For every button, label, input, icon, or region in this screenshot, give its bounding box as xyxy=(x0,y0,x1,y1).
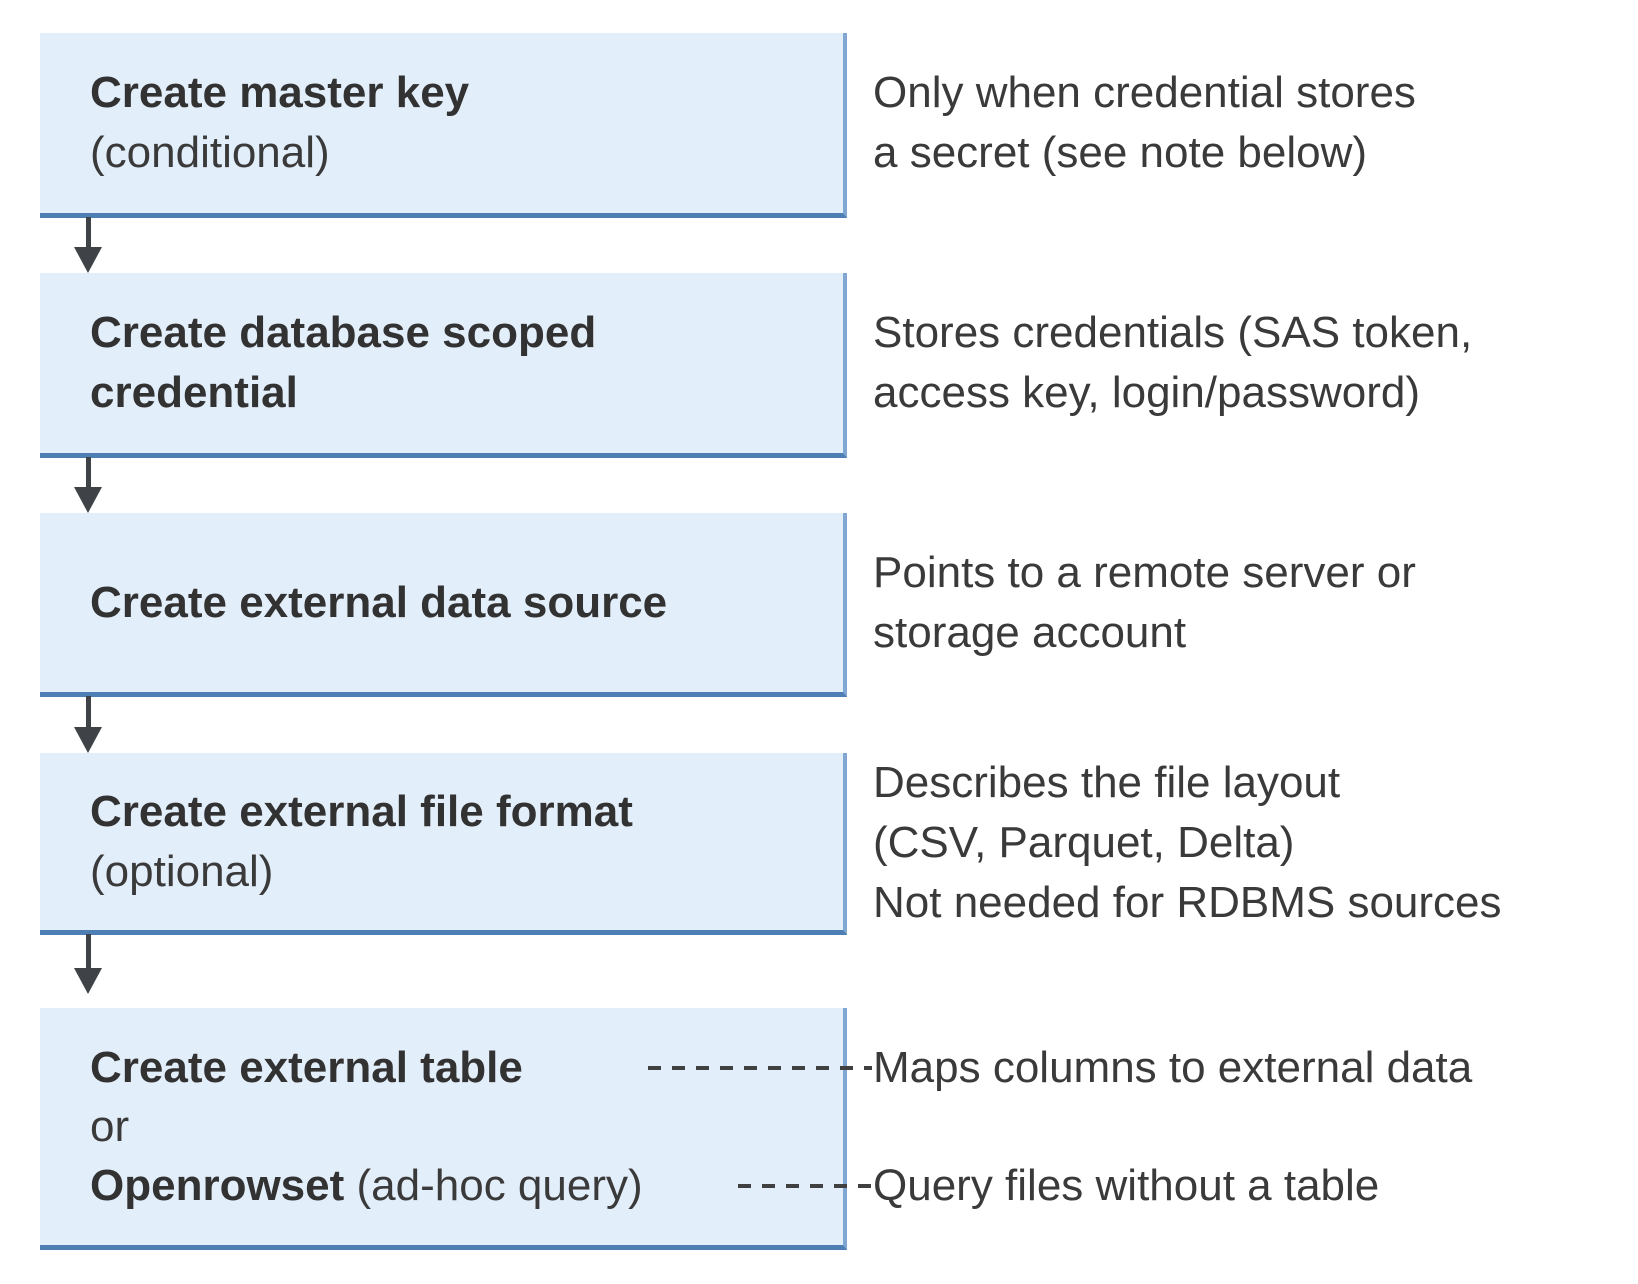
arrow-down-icon xyxy=(74,727,102,753)
arrow-down-icon xyxy=(74,247,102,273)
note-database-scoped-credential: Stores credentials (SAS token, access ke… xyxy=(873,273,1633,453)
note-line: Stores credentials (SAS token, xyxy=(873,308,1473,357)
note-external-table: Maps columns to external data xyxy=(873,1038,1633,1098)
step-alt-line: Openrowset (ad-hoc query) xyxy=(90,1156,803,1215)
arrow-stem xyxy=(85,934,91,968)
note-line: a secret (see note below) xyxy=(873,128,1368,177)
step-box-create-database-scoped-credential: Create database scoped credential xyxy=(40,273,847,458)
step-title: Create external table xyxy=(90,1043,523,1092)
note-line: Points to a remote server or xyxy=(873,548,1416,597)
step-title: Create master key xyxy=(90,68,470,117)
step-alt-title: Openrowset xyxy=(90,1161,345,1210)
note-external-file-format: Describes the file layout (CSV, Parquet,… xyxy=(873,753,1633,933)
arrow-down-icon xyxy=(74,968,102,994)
note-line: storage account xyxy=(873,608,1187,657)
step-box-create-external-file-format: Create external file format (optional) xyxy=(40,753,847,935)
note-line: Only when credential stores xyxy=(873,68,1416,117)
arrow-stem xyxy=(85,696,91,727)
dashed-connector-external-table xyxy=(648,1066,872,1070)
note-line: access key, login/password) xyxy=(873,368,1420,417)
step-alt-qualifier: (ad-hoc query) xyxy=(344,1161,643,1210)
flow-arrow xyxy=(74,217,102,273)
or-label: or xyxy=(90,1102,130,1151)
note-line: Not needed for RDBMS sources xyxy=(873,878,1502,927)
arrow-down-icon xyxy=(74,487,102,513)
step-box-create-external-data-source: Create external data source xyxy=(40,513,847,697)
note-external-data-source: Points to a remote server or storage acc… xyxy=(873,513,1633,693)
step-qualifier: (optional) xyxy=(90,846,274,896)
step-title: Create external data source xyxy=(90,577,668,627)
arrow-stem xyxy=(85,457,91,487)
note-master-key: Only when credential stores a secret (se… xyxy=(873,33,1633,213)
step-box-create-master-key: Create master key (conditional) xyxy=(40,33,847,218)
flow-arrow xyxy=(74,457,102,513)
arrow-stem xyxy=(85,217,91,247)
note-line: Query files without a table xyxy=(873,1161,1380,1210)
dashed-connector-openrowset xyxy=(738,1184,872,1188)
flow-arrow xyxy=(74,696,102,753)
step-qualifier: (conditional) xyxy=(90,128,330,177)
step-box-create-external-table-or-openrowset: Create external table or Openrowset (ad-… xyxy=(40,1008,847,1250)
step-title: Create external file format xyxy=(90,786,633,836)
step-title: Create database scoped credential xyxy=(90,308,597,417)
note-line: Describes the file layout xyxy=(873,758,1341,807)
note-line: Maps columns to external data xyxy=(873,1043,1473,1092)
note-line: (CSV, Parquet, Delta) xyxy=(873,818,1295,867)
flow-arrow xyxy=(74,934,102,994)
note-openrowset: Query files without a table xyxy=(873,1156,1633,1216)
